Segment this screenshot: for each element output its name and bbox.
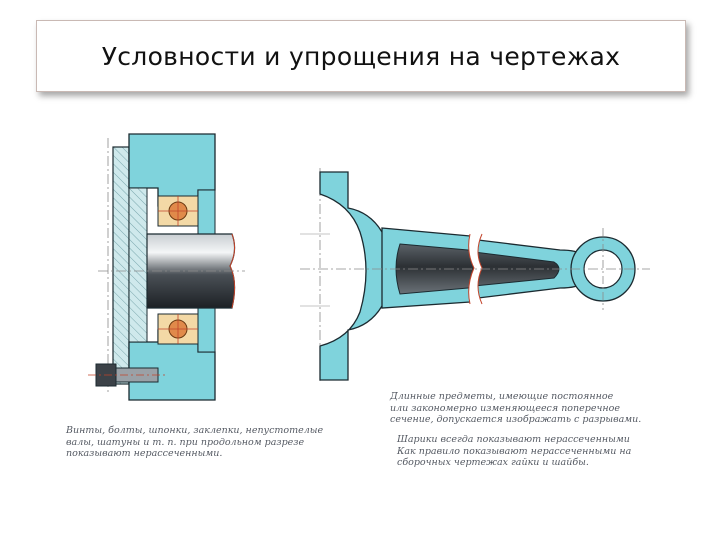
page-title: Условности и упрощения на чертежах bbox=[101, 41, 621, 71]
break-line-left bbox=[468, 233, 475, 305]
caption-left: Винты, болты, шпонки, заклепки, непустот… bbox=[66, 425, 324, 459]
bearing-assembly bbox=[88, 133, 245, 401]
caption-right-bottom: Шарики всегда показывают нерассеченными … bbox=[397, 434, 632, 468]
caption-right-top: Длинные предметы, имеющие постоянное или… bbox=[390, 391, 642, 425]
break-line-right bbox=[477, 233, 483, 305]
shaft-break-line bbox=[229, 233, 236, 309]
end-cover bbox=[112, 146, 130, 385]
connecting-rod bbox=[300, 168, 650, 382]
housing-web bbox=[128, 187, 148, 343]
title-box: Условности и упрощения на чертежах bbox=[36, 20, 686, 92]
